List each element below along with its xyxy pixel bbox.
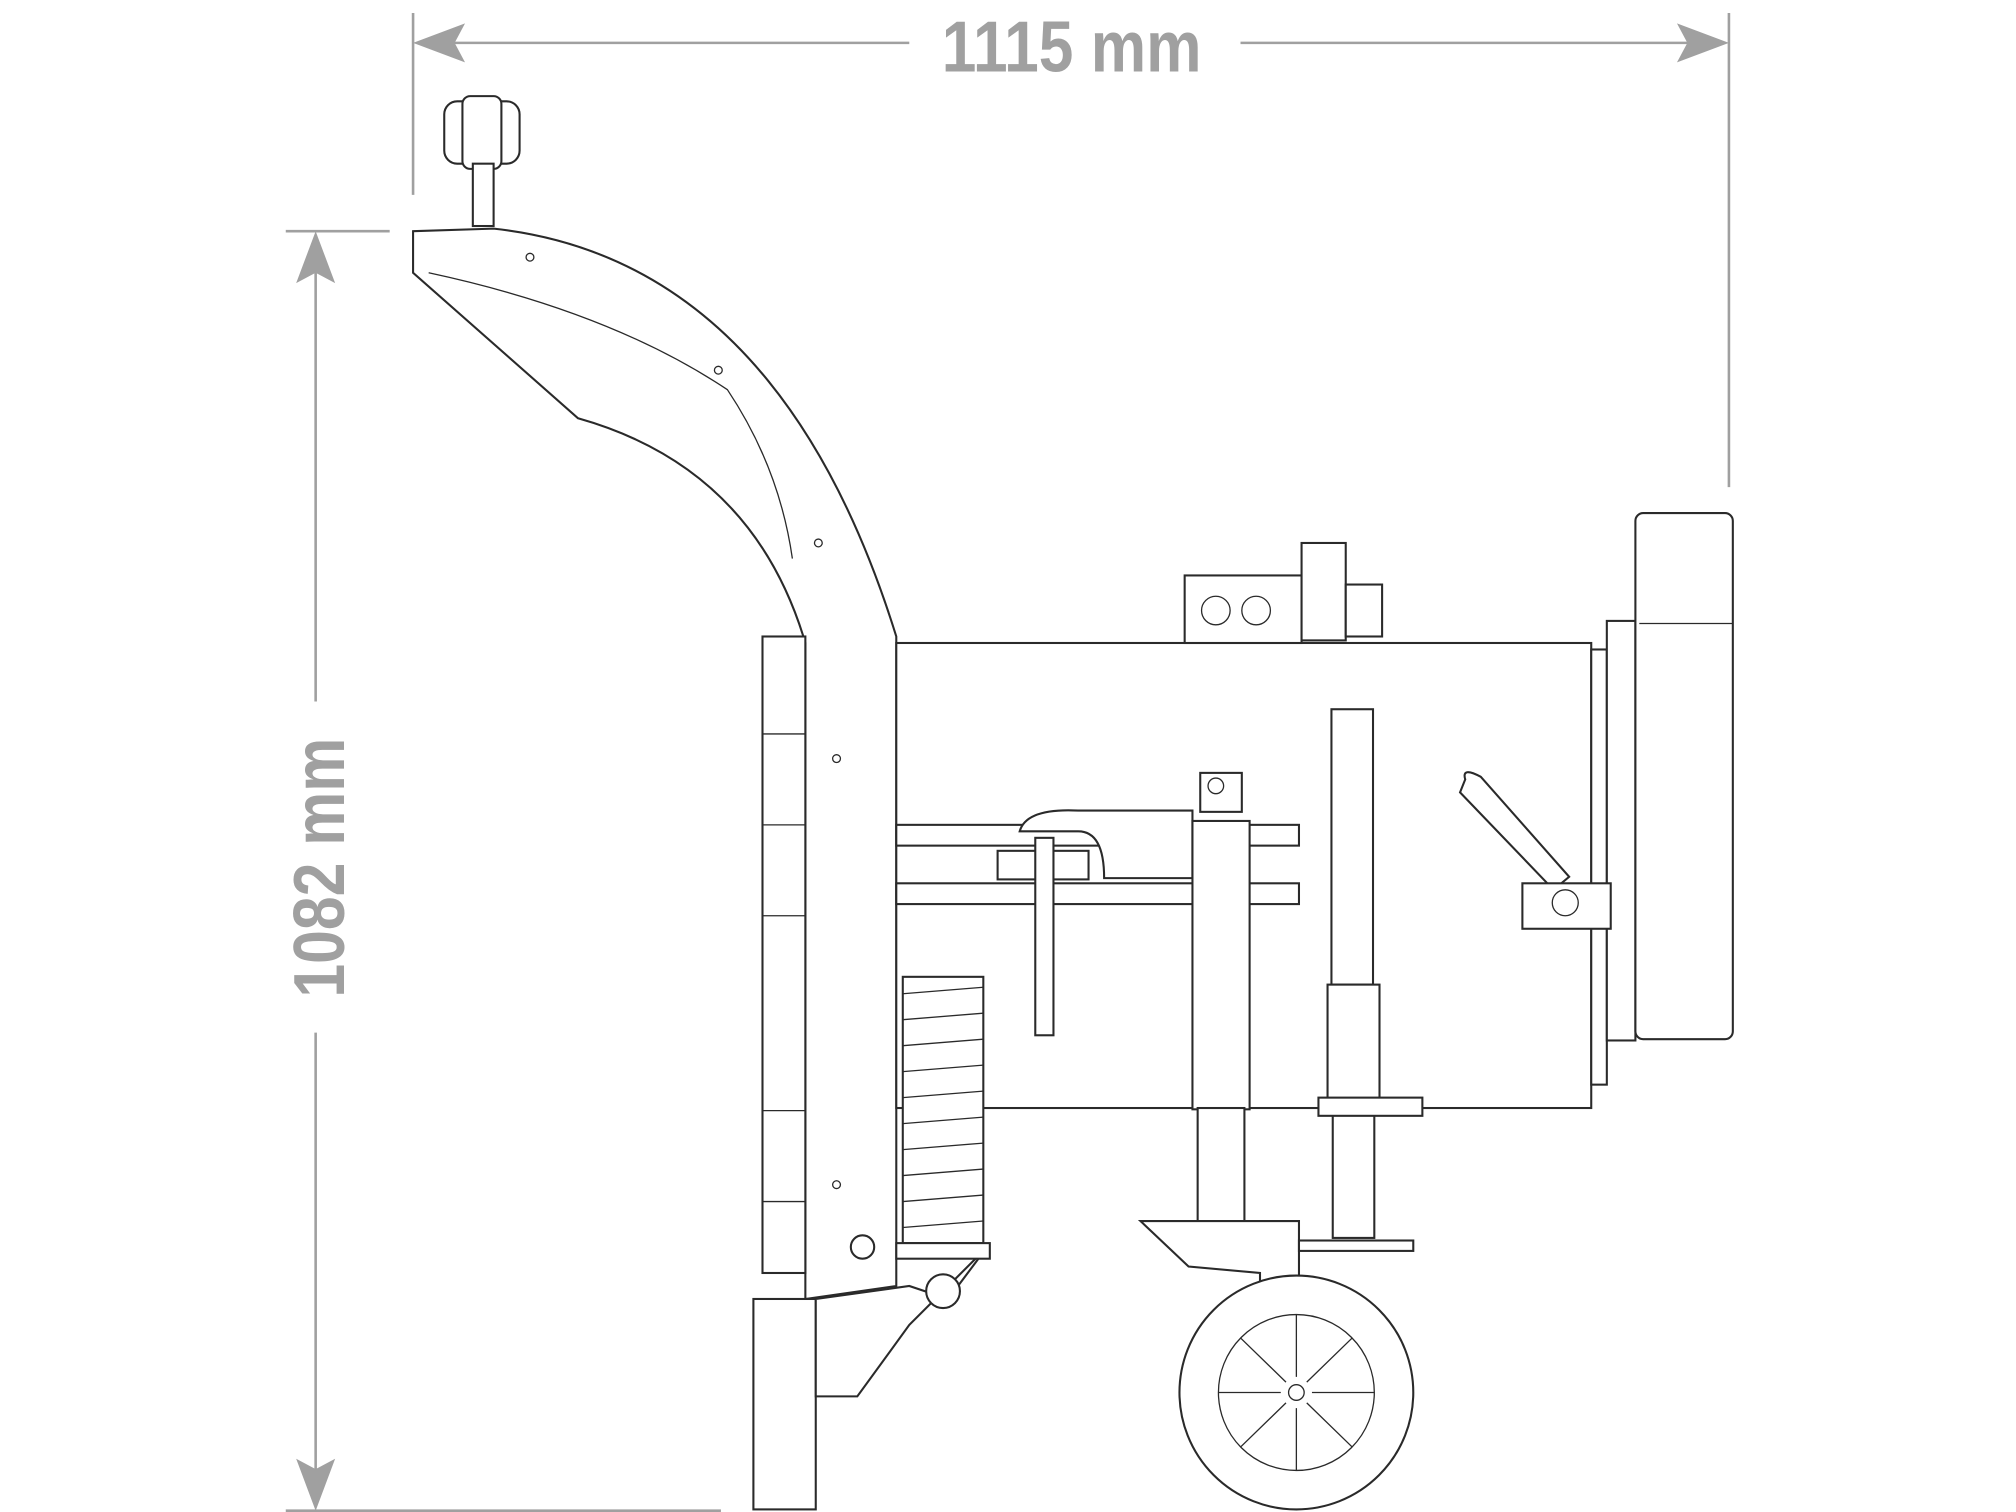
width-label: 1115 mm [942, 6, 1202, 87]
height-label: 1082 mm [279, 738, 360, 998]
height-dimension: 1082 mm [279, 229, 721, 1512]
machine [412, 95, 1734, 1511]
width-dimension: 1115 mm [411, 6, 1731, 488]
